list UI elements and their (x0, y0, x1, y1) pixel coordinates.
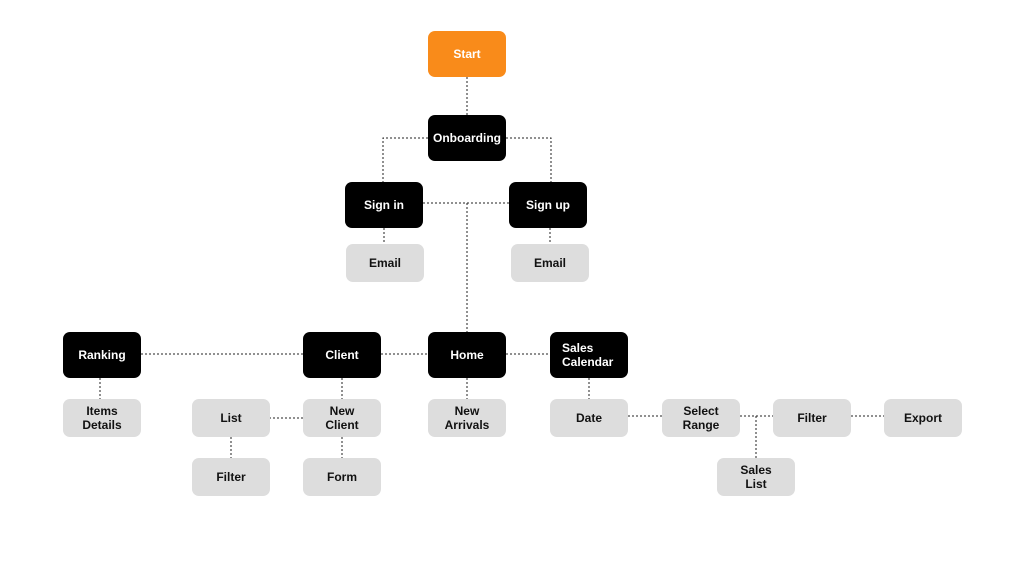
connector-onboarding-signin (382, 137, 428, 182)
node-sign-up[interactable]: Sign up (509, 182, 587, 228)
node-onboarding[interactable]: Onboarding (428, 115, 506, 161)
node-sign-up-email[interactable]: Email (511, 244, 589, 282)
node-client[interactable]: Client (303, 332, 381, 378)
node-filter-sales[interactable]: Filter (773, 399, 851, 437)
node-list[interactable]: List (192, 399, 270, 437)
node-new-client[interactable]: New Client (303, 399, 381, 437)
node-select-range[interactable]: Select Range (662, 399, 740, 437)
node-sales-calendar[interactable]: Sales Calendar (550, 332, 628, 378)
node-items-details[interactable]: Items Details (63, 399, 141, 437)
node-form[interactable]: Form (303, 458, 381, 496)
node-home[interactable]: Home (428, 332, 506, 378)
node-sales-list[interactable]: Sales List (717, 458, 795, 496)
connector-onboarding-signup (506, 137, 552, 182)
node-ranking[interactable]: Ranking (63, 332, 141, 378)
node-date[interactable]: Date (550, 399, 628, 437)
node-sign-in-email[interactable]: Email (346, 244, 424, 282)
node-new-arrivals[interactable]: New Arrivals (428, 399, 506, 437)
node-export[interactable]: Export (884, 399, 962, 437)
node-sign-in[interactable]: Sign in (345, 182, 423, 228)
node-filter-list[interactable]: Filter (192, 458, 270, 496)
node-start[interactable]: Start (428, 31, 506, 77)
